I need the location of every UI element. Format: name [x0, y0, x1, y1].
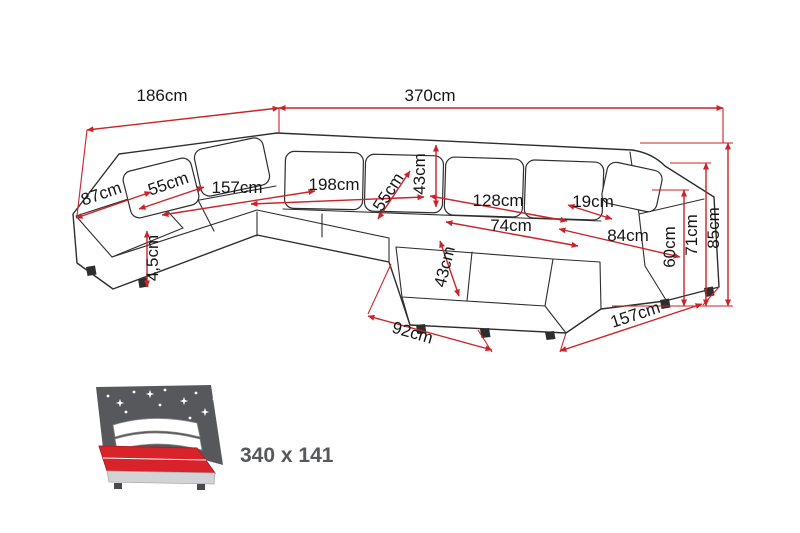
dim-line-chaise-seat-width: [445, 220, 579, 248]
dim-line-left-depth: [86, 105, 280, 133]
dim-label-total-height: 85cm: [704, 207, 723, 249]
dim-line-chaise-length: [367, 314, 493, 352]
dim-line-right-front-width: [558, 227, 681, 259]
right-section-edge: [552, 258, 602, 310]
dim-line-right-section-depth: [559, 303, 703, 352]
dim-label-total-width: 370cm: [404, 86, 455, 105]
bed-icon-blanket: [112, 418, 203, 451]
dim-line-right-seat-width: [429, 194, 568, 223]
seat-front-edge: [111, 209, 390, 263]
dim-label-right-seat-width: 128cm: [472, 191, 523, 210]
bed-icon-base: [106, 470, 216, 485]
dim-label-arm-height: 71cm: [682, 214, 701, 256]
extension-line: [367, 263, 392, 315]
dim-label-main-seat-length: 198cm: [308, 175, 359, 194]
dim-line-arm-width: [567, 204, 613, 220]
dim-line-chaise-cushion-depth: [439, 240, 460, 297]
dim-line-seat-depth: [377, 170, 411, 220]
dim-label-leg-height: 4,5cm: [143, 235, 162, 281]
sofa-bed-icon: 340 x 141: [96, 385, 334, 490]
dim-label-left-depth: 186cm: [136, 86, 187, 105]
bed-icon-stars: [106, 388, 216, 420]
dim-label-seat-height: 60cm: [660, 226, 679, 268]
chaise-divider: [466, 251, 473, 302]
dim-label-arm-width: 19cm: [572, 192, 614, 211]
dim-label-left-seat-length: 157cm: [211, 178, 262, 197]
back-cushion: [523, 159, 605, 221]
arm-cushion: [601, 161, 663, 213]
bed-icon-legs: [114, 483, 205, 490]
bed-size-label: 340 x 141: [240, 444, 334, 467]
dimension-lines: [75, 105, 733, 353]
bed-icon-mattress-seam: [102, 457, 207, 461]
dim-label-right-front-width: 84cm: [607, 226, 649, 245]
dim-line-left-end-width: [75, 191, 152, 219]
dim-label-chaise-seat-width: 74cm: [490, 216, 532, 235]
dim-label-back-cushion-height: 43cm: [410, 153, 429, 195]
